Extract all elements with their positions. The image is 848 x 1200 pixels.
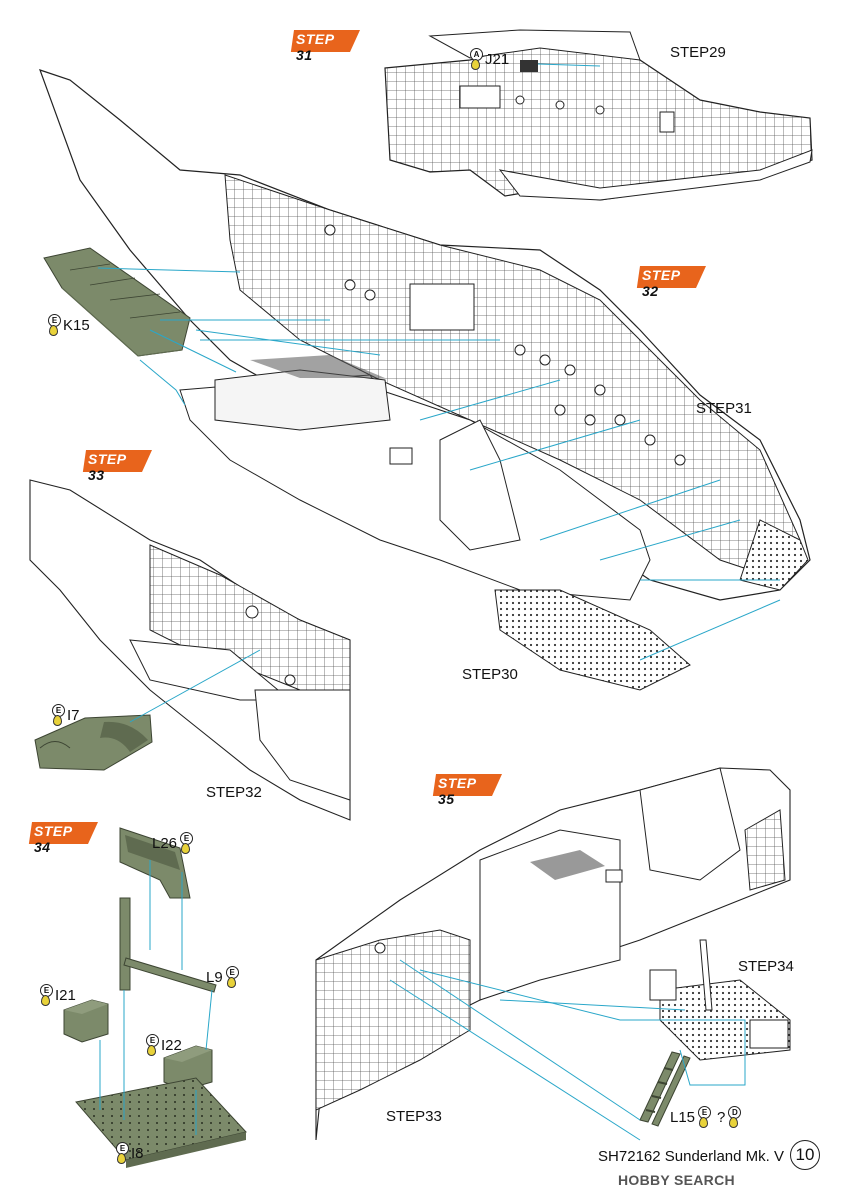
callout-k15: E K15 [48, 314, 90, 336]
sprue-badge-icon: E [180, 832, 194, 854]
alternative-separator: ? [717, 1108, 726, 1126]
sprue-badge-icon: E [225, 966, 239, 988]
step29-hull-drawing [384, 29, 813, 201]
callout-i7: E I7 [52, 704, 80, 726]
sprue-badge-icon: E [146, 1034, 159, 1056]
sprue-badge-icon: E [698, 1106, 712, 1128]
callout-i8: E I8 [116, 1142, 144, 1164]
callout-l15: L15 E ? D [670, 1106, 742, 1128]
sprue-badge-icon: E [116, 1142, 129, 1164]
ref-step30: STEP30 [462, 666, 518, 683]
part-label-k15: K15 [63, 316, 90, 334]
sprue-badge-icon: D [728, 1106, 742, 1128]
i7-part-drawing [34, 714, 153, 771]
part-label-j21: J21 [485, 50, 510, 68]
callout-l9: L9 E [206, 966, 239, 988]
callout-i22: E I22 [146, 1034, 182, 1056]
part-label-l26: L26 [152, 834, 178, 852]
main-hull-drawing [39, 69, 811, 691]
sprue-badge-icon: E [52, 704, 65, 726]
callout-l26: L26 E [152, 832, 194, 854]
page-number: 10 [790, 1140, 820, 1170]
sprue-badge-icon: A [470, 48, 483, 70]
step34-flag-shape [28, 822, 98, 844]
watermark: HOBBY SEARCH [618, 1172, 735, 1188]
part-label-l15: L15 [670, 1108, 696, 1126]
step35-tag-number: 35 [438, 791, 455, 807]
step31-tag-word: STEP [296, 31, 335, 47]
step34-tag-word: STEP [34, 823, 73, 839]
step31-tag-number: 31 [296, 47, 313, 63]
part-label-i8: I8 [131, 1144, 144, 1162]
step33-tag-word: STEP [88, 451, 127, 467]
step34-tag-number: 34 [34, 839, 51, 855]
ref-step31: STEP31 [696, 400, 752, 417]
step32-flag-shape [636, 266, 706, 288]
ref-step33: STEP33 [386, 1108, 442, 1125]
part-label-i21: I21 [55, 986, 76, 1004]
step33-fuselage-drawing [29, 479, 351, 821]
step33-flag-shape [82, 450, 152, 472]
ref-step29: STEP29 [670, 44, 726, 61]
part-label-i22: I22 [161, 1036, 182, 1054]
step34-parts-drawing [63, 827, 247, 1168]
ref-step34: STEP34 [738, 958, 794, 975]
ref-step32: STEP32 [206, 784, 262, 801]
step32-tag-word: STEP [642, 267, 681, 283]
part-label-l9: L9 [206, 968, 223, 986]
k15-part-drawing [43, 247, 191, 357]
sprue-badge-icon: E [40, 984, 53, 1006]
step35-flag-shape [432, 774, 502, 796]
part-label-i7: I7 [67, 706, 80, 724]
step33-tag-number: 33 [88, 467, 105, 483]
callout-i21: E I21 [40, 984, 76, 1006]
step32-tag-number: 32 [642, 283, 659, 299]
step35-tag-word: STEP [438, 775, 477, 791]
assembly-leader-lines [97, 63, 781, 1141]
sprue-badge-icon: E [48, 314, 61, 336]
kit-title: SH72162 Sunderland Mk. V [598, 1148, 784, 1165]
step31-flag-shape [290, 30, 360, 52]
callout-j21: A J21 [470, 48, 509, 70]
